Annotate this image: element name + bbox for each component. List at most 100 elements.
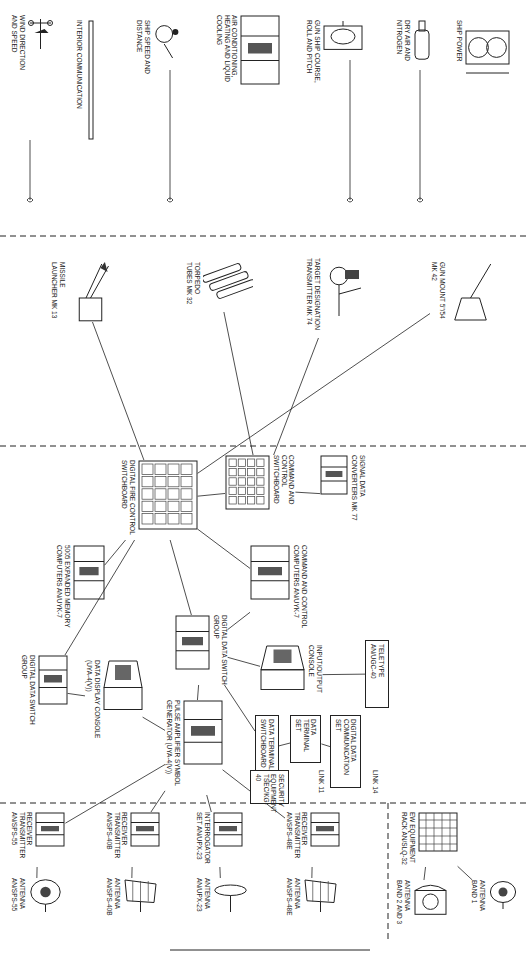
signal-line [274, 338, 319, 455]
equipment-node: ANTENNA AN/SPS-40B [105, 878, 158, 928]
equipment-box: SECURITY EQUIPMENT TSEC/KG-40 [250, 770, 289, 804]
signal-line-path [458, 866, 473, 880]
signal-line [224, 312, 253, 455]
equipment-icon [103, 660, 143, 710]
equipment-icon [323, 20, 363, 50]
equipment-icon [175, 615, 210, 670]
equipment-label: ANTENNA AN/SPS-40B [105, 878, 121, 928]
equipment-node: DIGITAL FIRE CONTROL SWITCHBOARD [120, 460, 198, 540]
signal-line [68, 693, 85, 695]
signal-line [36, 867, 37, 878]
signal-line [197, 685, 198, 700]
section-divider [0, 446, 528, 447]
equipment-label: INPUT/OUTPUT CONSOLE [307, 645, 323, 705]
equipment-node: EW EQUIPMENT RACK AN/SLQ-32 [400, 812, 458, 867]
wire-break [27, 140, 33, 202]
equipment-label: TELETYPE AN/UGC-40 [369, 644, 385, 704]
equipment-label: ANTENNA BAND 1 [470, 880, 486, 920]
equipment-node: TARGET DESIGNATION TRANSMITTER MK 74 [305, 258, 363, 338]
equipment-label: EW EQUIPMENT RACK AN/SLQ-32 [400, 812, 416, 867]
equipment-label: DIGITAL DATA SWITCH GROUP [20, 655, 36, 725]
equipment-icon [225, 455, 270, 510]
signal-line-path [321, 744, 330, 747]
equipment-box: DATA TERMINAL SET [290, 715, 321, 763]
equipment-box: TELETYPE AN/UGC-40 [365, 640, 389, 708]
equipment-icon [250, 545, 290, 600]
equipment-label: DATA DISPLAY CONSOLE (UYA-4(V)) [85, 660, 101, 740]
equipment-node: TORPEDO TUBES MK 32 [185, 262, 253, 312]
equipment-node: COMMAND AND CONTROL COMPUTERS AN/UYK-7 [250, 545, 308, 635]
equipment-node: ANTENNA BAND 1 [470, 880, 518, 920]
equipment-label: PULSE AMPLIFIER SYMBOL GENERATOR (UYA-4(… [165, 700, 181, 795]
signal-line-path [36, 867, 37, 878]
equipment-label: TARGET DESIGNATION TRANSMITTER MK 74 [305, 258, 321, 338]
signal-line [105, 540, 126, 565]
equipment-node: INTERROGATOR SET AN/UPX-23 [195, 812, 243, 867]
equipment-icon [303, 878, 338, 913]
signal-line-path [207, 795, 212, 812]
equipment-icon [240, 15, 280, 85]
equipment-icon [465, 20, 510, 75]
equipment-icon [183, 700, 223, 765]
equipment-node: RECEIVER TRANSMITTER AN/SPS-48E [285, 812, 340, 867]
wire-break [167, 70, 173, 202]
equipment-node: COMMAND AND CONTROL SWITCHBOARD [225, 455, 295, 525]
signal-line [279, 743, 290, 746]
equipment-label: TORPEDO TUBES MK 32 [185, 262, 201, 312]
signal-line-path [228, 657, 260, 666]
equipment-node: ANTENNA AN/SPS-48E [285, 878, 338, 928]
signal-line [143, 717, 165, 730]
equipment-icon [448, 262, 493, 322]
equipment-icon [310, 812, 340, 847]
signal-line [198, 314, 430, 474]
equipment-icon [73, 545, 105, 600]
equipment-icon [28, 878, 63, 913]
equipment-node: SHIP POWER [455, 20, 510, 75]
signal-line [458, 866, 473, 880]
equipment-node: GUN SHIP COURSE, ROLL AND PITCH [305, 20, 363, 100]
signal-line [198, 493, 225, 496]
signal-line-path [143, 717, 165, 730]
link-label: LINK 11 [318, 770, 325, 793]
signal-line-path [92, 322, 143, 460]
equipment-node: MISSILE LAUNCHER MK 13 [50, 262, 113, 322]
signal-line [198, 529, 250, 568]
signal-line [65, 540, 135, 655]
equipment-icon [68, 262, 113, 322]
signal-line-path [198, 529, 250, 568]
equipment-label: RECEIVER TRANSMITTER AN/SPS-48E [285, 812, 308, 867]
equipment-label: SIGNAL DATA CONVERTERS MK 77 [350, 455, 366, 535]
equipment-node: PULSE AMPLIFIER SYMBOL GENERATOR (UYA-4(… [165, 700, 223, 795]
equipment-node: SHIP SPEED AND DISTANCE [135, 20, 181, 90]
equipment-label: COMMAND AND CONTROL COMPUTERS AN/UYK-7 [292, 545, 308, 635]
signal-line [228, 657, 260, 666]
equipment-label: COMMAND AND CONTROL SWITCHBOARD [272, 455, 295, 525]
equipment-label: GUN SHIP COURSE, ROLL AND PITCH [305, 20, 321, 100]
wire-break [417, 70, 423, 202]
equipment-label: ANTENNA AN/UPX-23 [195, 878, 211, 928]
equipment-icon [213, 878, 248, 913]
equipment-icon [35, 812, 65, 847]
equipment-label: DRY AIR AND NITROGEN [395, 20, 411, 80]
equipment-icon [85, 20, 97, 140]
equipment-node: AIR CONDITIONING, HEATING AND LIQUID COO… [215, 15, 280, 105]
equipment-label: GUN MOUNT 5"/54 MK 42 [430, 262, 446, 322]
equipment-label: SHIP POWER [455, 20, 463, 70]
equipment-node: RECEIVER TRANSMITTER AN/SPS-40B [105, 812, 160, 867]
signal-line [170, 540, 191, 615]
signal-line [207, 795, 212, 812]
signal-line-path [197, 685, 198, 700]
equipment-label: SHIP SPEED AND DISTANCE [135, 20, 151, 90]
equipment-label: RECEIVER TRANSMITTER AN/SPS-55 [10, 812, 33, 867]
equipment-node: DIGITAL DATA SWITCH GROUP [175, 615, 228, 685]
equipment-icon [260, 645, 305, 690]
signal-line-path [274, 338, 319, 455]
signal-line-path [311, 867, 312, 878]
signal-line-path [105, 540, 126, 565]
signal-line [224, 685, 255, 731]
signal-line-path [219, 867, 220, 878]
signal-line [295, 492, 320, 493]
signal-line-path [295, 492, 320, 493]
signal-line [228, 612, 250, 629]
equipment-icon [203, 262, 253, 307]
